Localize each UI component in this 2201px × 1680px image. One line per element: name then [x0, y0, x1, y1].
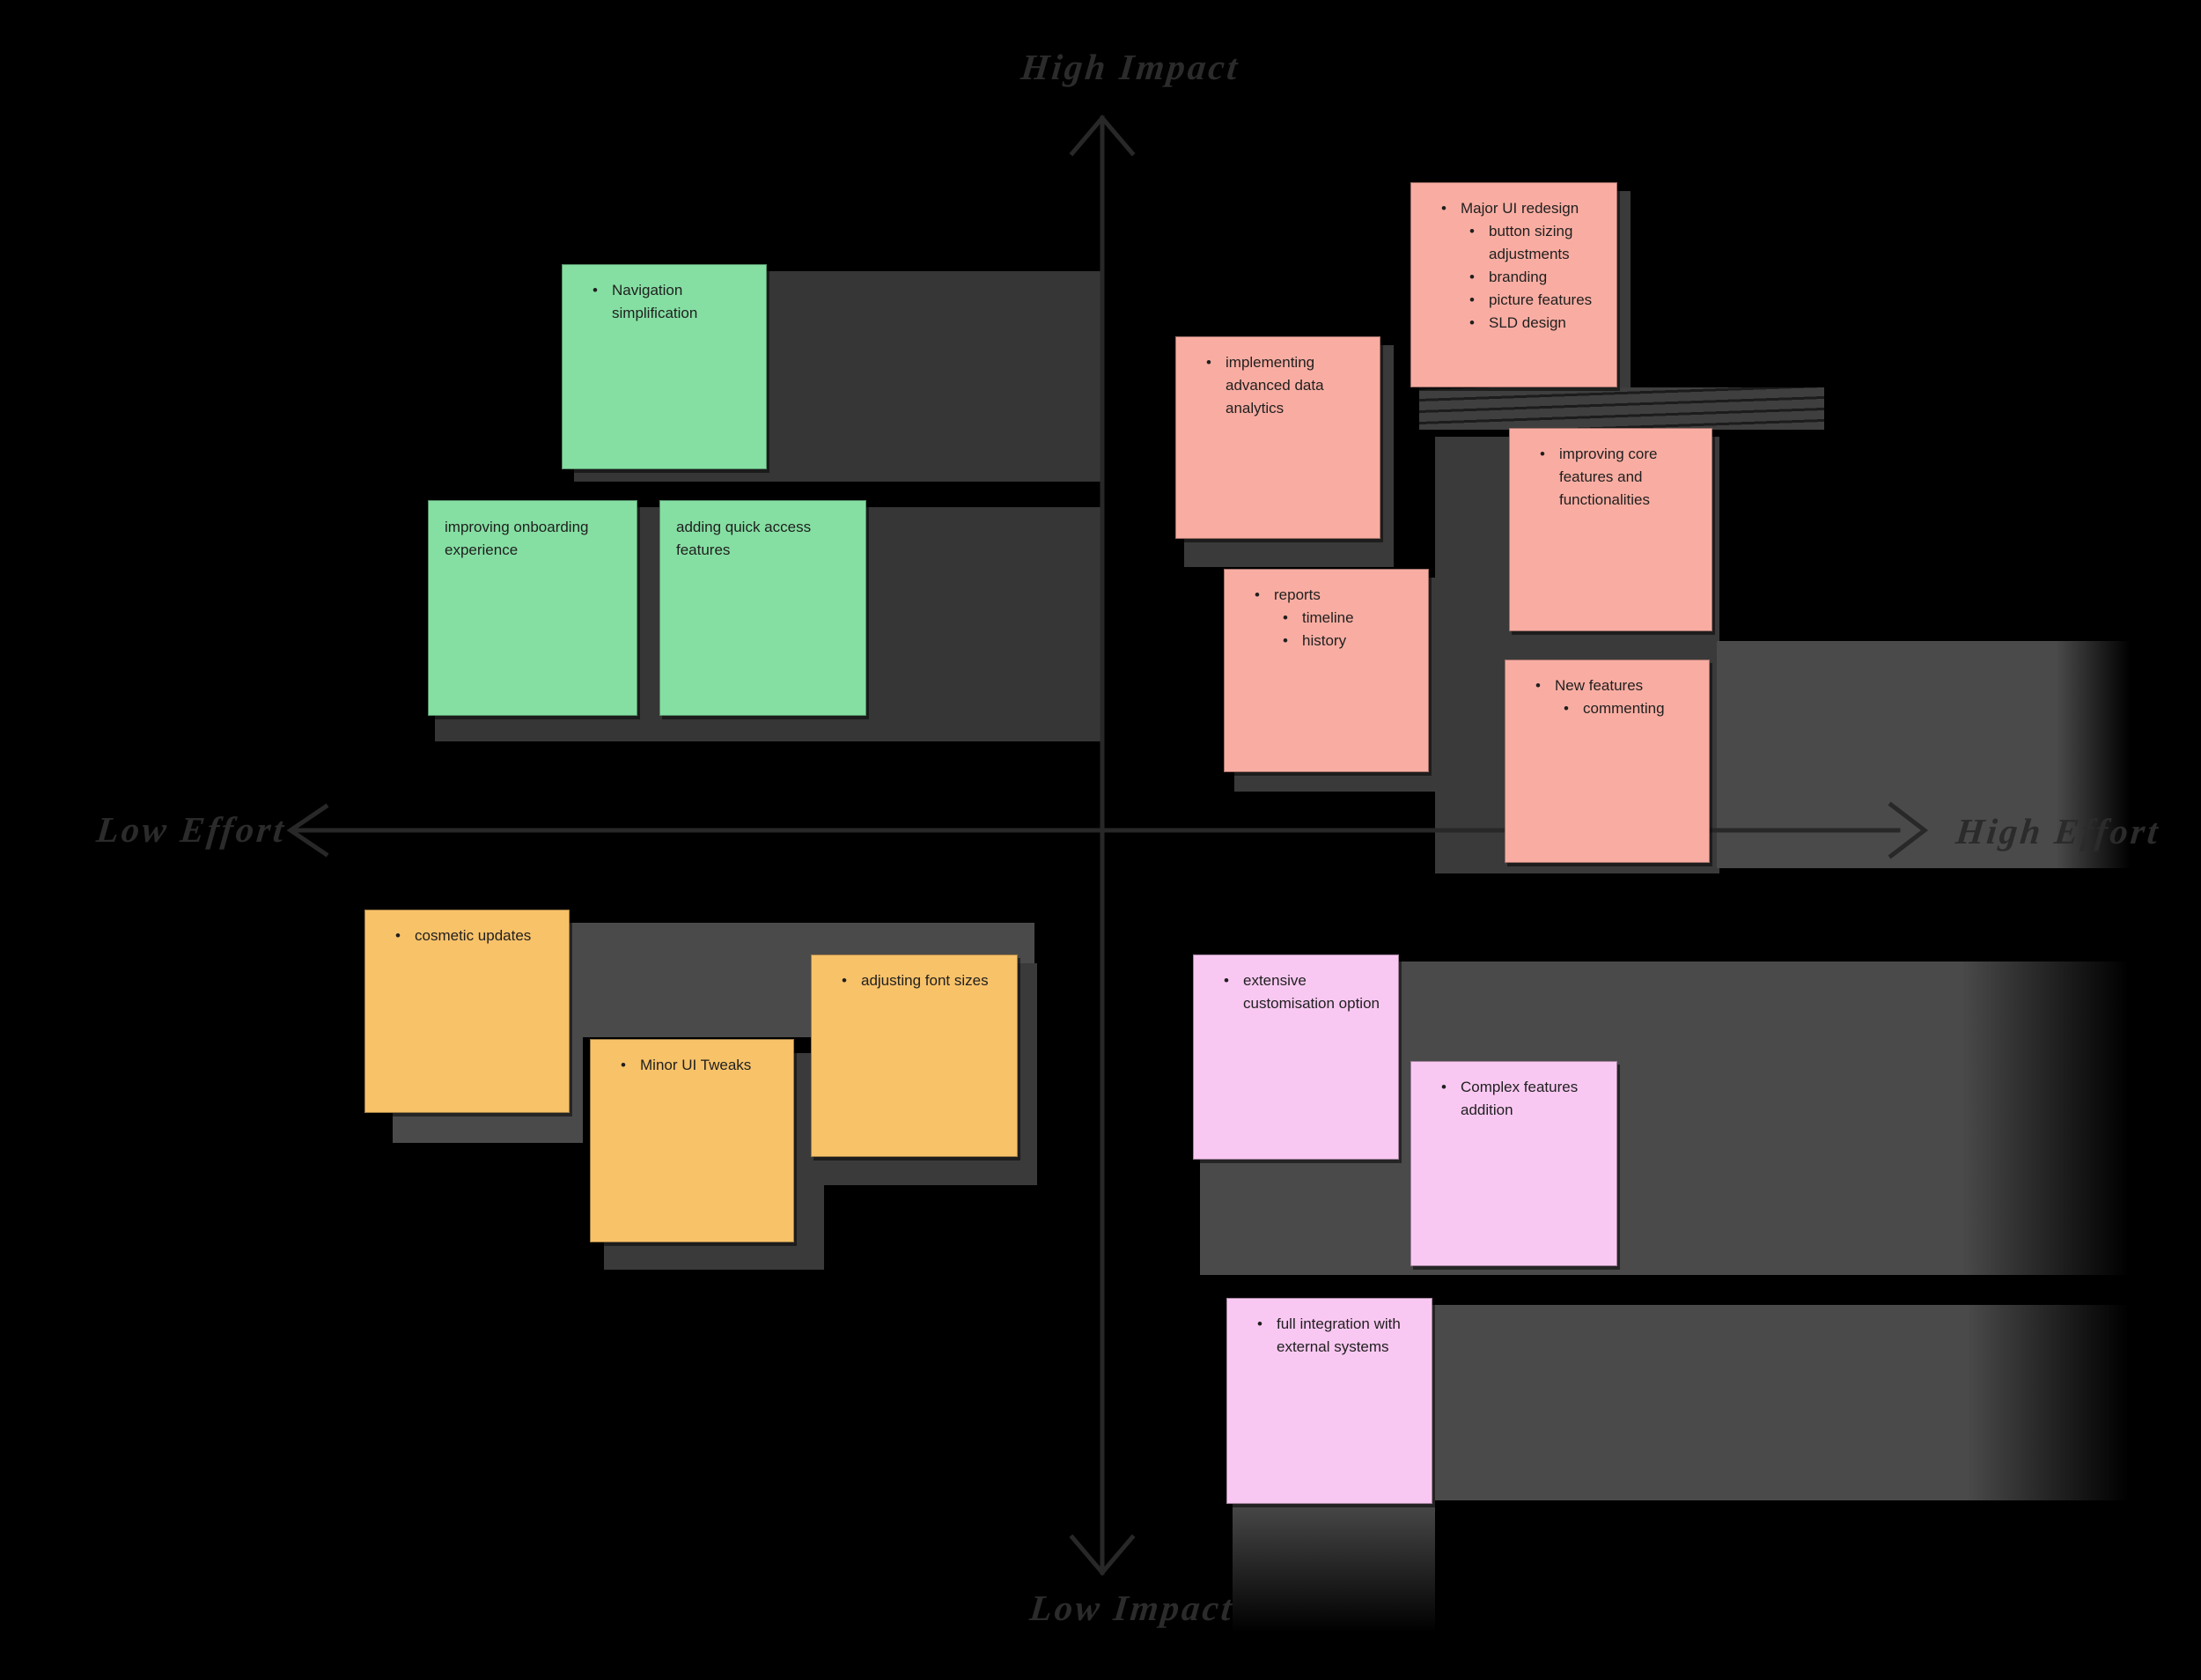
sticky-note-full-integration[interactable]: full integration with external systems: [1226, 1298, 1432, 1504]
down-arrowhead-icon: [1069, 1534, 1136, 1576]
right-arrowhead-icon: [1888, 801, 1929, 859]
axis-label-high-impact: High Impact: [1019, 47, 1242, 87]
up-arrowhead-icon: [1069, 114, 1136, 157]
sticky-note-adding-quick-access[interactable]: adding quick access features: [659, 500, 866, 716]
axis-label-low-impact: Low Impact: [1027, 1588, 1236, 1628]
axis-label-low-effort: Low Effort: [94, 809, 289, 850]
sticky-note-major-ui-redesign[interactable]: Major UI redesign button sizing adjustme…: [1410, 182, 1617, 387]
sticky-note-extensive-customisation[interactable]: extensive customisation option: [1193, 954, 1399, 1160]
sticky-note-advanced-data-analytics[interactable]: implementing advanced data analytics: [1175, 336, 1380, 539]
sticky-note-complex-features-addition[interactable]: Complex features addition: [1410, 1061, 1617, 1266]
sticky-note-new-features[interactable]: New features commenting: [1505, 659, 1710, 863]
sticky-note-improving-core-features[interactable]: improving core features and functionalit…: [1509, 428, 1712, 631]
left-arrowhead-icon: [286, 803, 329, 858]
sticky-note-minor-ui-tweaks[interactable]: Minor UI Tweaks: [590, 1039, 794, 1242]
sticky-note-cosmetic-updates[interactable]: cosmetic updates: [364, 910, 570, 1113]
axis-label-high-effort: High Effort: [1954, 811, 2163, 851]
shadow-slab: [1233, 1500, 1435, 1632]
sticky-note-adjusting-font-sizes[interactable]: adjusting font sizes: [811, 954, 1018, 1157]
sticky-note-improving-onboarding[interactable]: improving onboarding experience: [428, 500, 637, 716]
shadow-slab: [1419, 387, 1824, 430]
sticky-note-reports[interactable]: reports timeline history: [1224, 569, 1429, 772]
sticky-note-navigation-simplification[interactable]: Navigation simplification: [562, 264, 767, 469]
